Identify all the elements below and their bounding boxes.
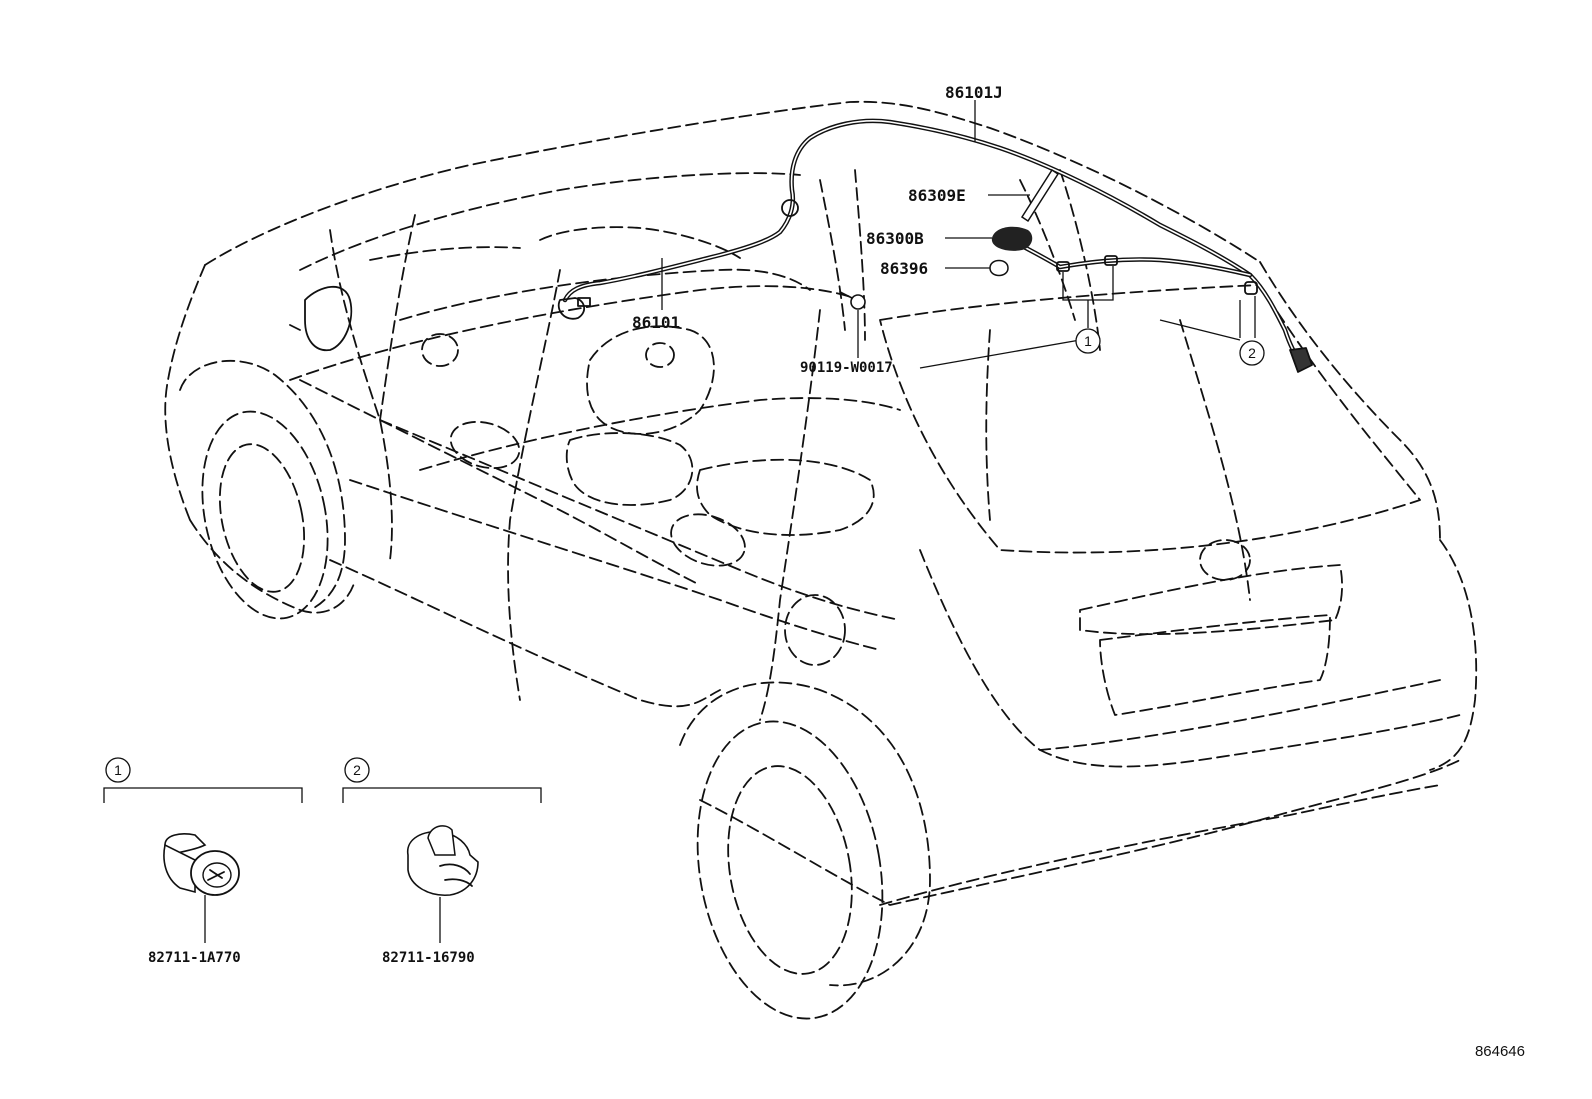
- label-roof-cord: 86101J: [945, 83, 1003, 102]
- detail-marker-2: 2: [353, 762, 361, 778]
- clip-icon-2: [407, 825, 479, 943]
- callout-circle-1: 1: [1075, 328, 1101, 354]
- label-pad: 86396: [880, 259, 928, 278]
- antenna-cord-assembly: [557, 118, 1313, 373]
- antenna-pole-icon: [1020, 168, 1060, 223]
- detail-part-number-2: 82711-16790: [382, 950, 475, 966]
- svg-text:1: 1: [1084, 333, 1092, 349]
- antenna-base-icon: [991, 226, 1033, 251]
- car-body-outline: [164, 100, 1478, 1020]
- label-screw: 90119-W0017: [800, 360, 893, 376]
- clip-icon-1: [163, 833, 240, 943]
- detail-panel-2: 2 82711-16790: [342, 757, 542, 966]
- diagram-code: 864646: [1475, 1043, 1525, 1060]
- screw-icon: [839, 291, 866, 310]
- detail-part-number-1: 82711-1A770: [148, 950, 241, 966]
- svg-text:2: 2: [1248, 345, 1256, 361]
- detail-panel-1: 1 82711-1A770: [103, 757, 303, 966]
- label-antenna-base: 86300B: [866, 229, 924, 248]
- leader-lines: [661, 100, 1256, 369]
- label-antenna-pole: 86309E: [908, 186, 966, 205]
- detail-marker-1: 1: [114, 762, 122, 778]
- callout-circle-2: 2: [1239, 340, 1265, 366]
- label-front-cord: 86101: [632, 313, 680, 332]
- pad-icon: [989, 259, 1009, 277]
- part-labels: 86101J 86309E 86300B 86396 86101 90119-W…: [632, 83, 1003, 376]
